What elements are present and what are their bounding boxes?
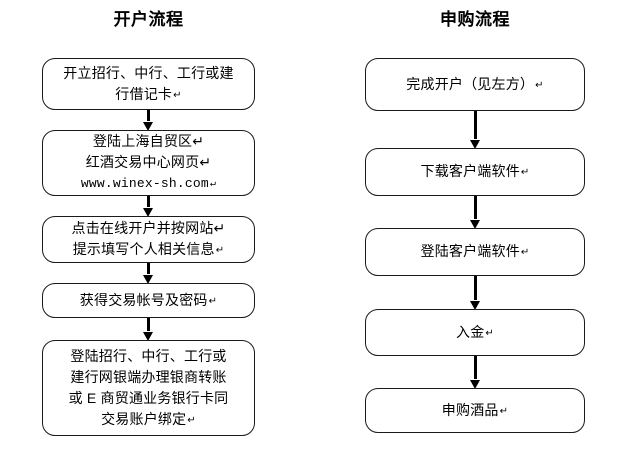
step-open-bank-card-label: 开立招行、中行、工行或建 行借记卡↵ (63, 64, 234, 102)
step-visit-website-label: 登陆上海自贸区↵ 红酒交易中心网页↵ (85, 133, 212, 170)
return-mark-icon: ↵ (215, 245, 225, 256)
step-login-client[interactable]: 登陆客户端软件↵ (365, 228, 585, 276)
step-bind-bank-label: 登陆招行、中行、工行或 建行网银端办理银商转账 或 E 商贸通业务银行卡同 交易… (68, 347, 229, 427)
step-finish-opening[interactable]: 完成开户（见左方）↵ (365, 58, 585, 111)
step-visit-website-url: www.winex-sh.com↵ (80, 176, 217, 191)
return-mark-icon: ↵ (173, 89, 182, 101)
step-buy-wine[interactable]: 申购酒品↵ (365, 388, 585, 433)
step-open-bank-card[interactable]: 开立招行、中行、工行或建 行借记卡↵ (42, 58, 255, 110)
step-get-account[interactable]: 获得交易帐号及密码↵ (42, 283, 255, 318)
step-fill-info-label: 点击在线开户并按网站↵ 提示填写个人相关信息↵ (71, 220, 226, 257)
return-mark-icon: ↵ (520, 247, 530, 258)
return-mark-icon: ↵ (209, 179, 217, 190)
step-login-client-label: 登陆客户端软件↵ (420, 243, 530, 259)
return-mark-icon: ↵ (187, 414, 196, 426)
return-mark-icon: ↵ (499, 405, 509, 417)
return-mark-icon: ↵ (208, 295, 218, 307)
return-mark-icon: ↵ (535, 79, 544, 91)
step-deposit-label: 入金↵ (456, 323, 494, 340)
column-title-account-opening: 开户流程 (113, 10, 184, 29)
step-deposit[interactable]: 入金↵ (365, 309, 585, 356)
return-mark-icon: ↵ (520, 167, 530, 178)
step-buy-wine-label: 申购酒品↵ (441, 401, 509, 418)
step-download-client[interactable]: 下载客户端软件↵ (365, 148, 585, 196)
column-title-subscription: 申购流程 (440, 10, 510, 29)
step-fill-info[interactable]: 点击在线开户并按网站↵ 提示填写个人相关信息↵ (42, 216, 255, 263)
return-mark-icon: ↵ (485, 327, 494, 339)
step-visit-website[interactable]: 登陆上海自贸区↵ 红酒交易中心网页↵ www.winex-sh.com↵ (42, 130, 255, 196)
step-get-account-label: 获得交易帐号及密码↵ (79, 291, 218, 308)
step-bind-bank[interactable]: 登陆招行、中行、工行或 建行网银端办理银商转账 或 E 商贸通业务银行卡同 交易… (42, 340, 255, 436)
step-download-client-label: 下载客户端软件↵ (420, 163, 530, 179)
step-finish-opening-label: 完成开户（见左方）↵ (406, 75, 544, 92)
